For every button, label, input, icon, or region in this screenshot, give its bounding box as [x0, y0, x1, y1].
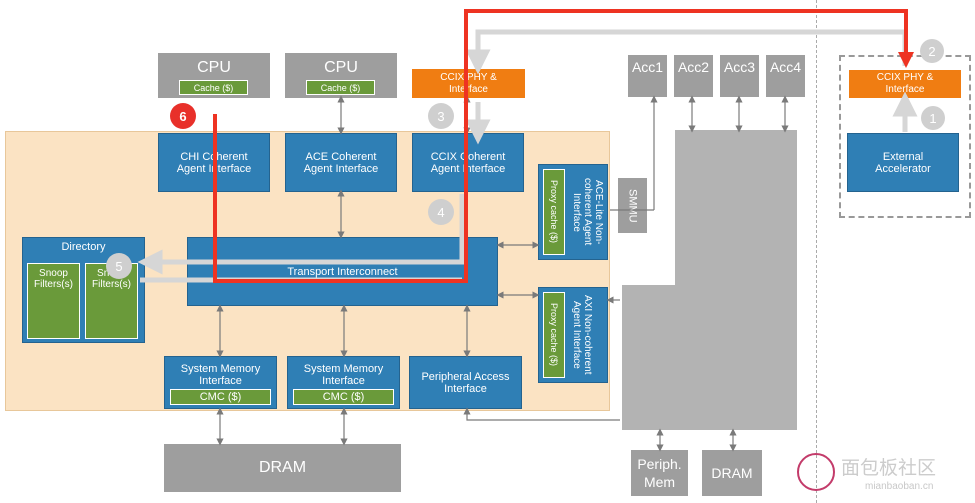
cmc-cache-1: CMC ($) [170, 389, 271, 405]
acc-label: Acc4 [769, 59, 802, 75]
acc-label: Acc3 [723, 59, 756, 75]
external-accelerator-label: External Accelerator [875, 150, 931, 175]
step-2-marker: 2 [920, 39, 944, 63]
step-5-marker: 5 [106, 253, 132, 279]
cmc-cache-2: CMC ($) [293, 389, 394, 405]
watermark-logo-icon [797, 453, 835, 491]
cmc-label: CMC ($) [322, 391, 365, 403]
step-3-marker: 3 [428, 103, 454, 129]
directory-title: Directory [61, 241, 106, 253]
cpu-cache-2: Cache ($) [306, 80, 375, 95]
axi-interface: Proxy cache ($) AXI Non-coherent Agent I… [538, 287, 608, 383]
transport-interconnect: Transport Interconnect [187, 237, 498, 306]
peripheral-access-label: Peripheral Access Interface [421, 370, 510, 395]
ace-lite-interface: Proxy cache ($) ACE-Lite Non-coherent Ag… [538, 164, 608, 260]
cpu-title: CPU [324, 59, 358, 76]
transport-label: Transport Interconnect [287, 266, 398, 278]
dram-main: DRAM [164, 444, 401, 492]
step-number: 4 [437, 204, 445, 220]
dram-label: DRAM [711, 465, 753, 481]
axi-proxy-cache: Proxy cache ($) [543, 292, 565, 378]
acc-block-3: Acc3 [720, 55, 759, 97]
cmc-label: CMC ($) [199, 391, 242, 403]
step-number: 2 [928, 43, 936, 59]
peripheral-memory: Periph. Mem [631, 450, 688, 496]
step-number: 6 [179, 108, 187, 124]
snoop-filter-1: Snoop Filters(s) [27, 263, 80, 339]
chip-boundary-divider [816, 0, 817, 503]
acc-block-4: Acc4 [766, 55, 805, 97]
step-number: 5 [115, 258, 123, 274]
cpu-cache-1: Cache ($) [179, 80, 248, 95]
dram-label: DRAM [258, 459, 307, 476]
step-1-marker: 1 [921, 106, 945, 130]
step-number: 1 [929, 110, 937, 126]
axi-label: AXI Non-coherent Agent Interface [571, 295, 593, 375]
cpu-title: CPU [197, 59, 231, 76]
ccix-phy-interface-left: CCIX PHY & Interface [412, 69, 525, 98]
acc-block-1: Acc1 [628, 55, 667, 97]
ace-label: ACE Coherent Agent Interface [303, 150, 379, 175]
external-accelerator: External Accelerator [847, 133, 959, 192]
ccix-phy-label: CCIX PHY & Interface [440, 71, 497, 95]
acc-label: Acc2 [677, 59, 710, 75]
watermark: 面包板社区 mianbaoban.cn [797, 449, 972, 499]
ccix-phy-label: CCIX PHY & Interface [876, 72, 934, 95]
ace-lite-label: ACE-Lite Non-coherent Agent Interface [571, 178, 604, 246]
ace-lite-proxy-cache: Proxy cache ($) [543, 169, 565, 255]
snoop-filter-label: Snoop Filters(s) [34, 268, 73, 290]
sysmem-label: System Memory Interface [303, 363, 384, 387]
periph-mem-label: Periph. Mem [637, 456, 682, 490]
step-6-marker: 6 [170, 103, 196, 129]
proxy-cache-label: Proxy cache ($) [549, 303, 559, 367]
proxy-cache-label: Proxy cache ($) [549, 180, 559, 244]
smmu-label: SMMU [626, 188, 639, 223]
watermark-en: mianbaoban.cn [865, 481, 934, 492]
peripheral-fabric-base [622, 285, 797, 430]
acc-label: Acc1 [631, 59, 664, 75]
peripheral-access-interface: Peripheral Access Interface [409, 356, 522, 409]
cache-label: Cache ($) [320, 82, 361, 93]
dram-right: DRAM [702, 450, 762, 496]
cache-label: Cache ($) [193, 82, 234, 93]
acc-block-2: Acc2 [674, 55, 713, 97]
step-4-marker: 4 [428, 199, 454, 225]
sysmem-label: System Memory Interface [180, 363, 261, 387]
smmu-block: SMMU [618, 178, 647, 233]
step-number: 3 [437, 108, 445, 124]
watermark-cn: 面包板社区 [841, 457, 937, 479]
